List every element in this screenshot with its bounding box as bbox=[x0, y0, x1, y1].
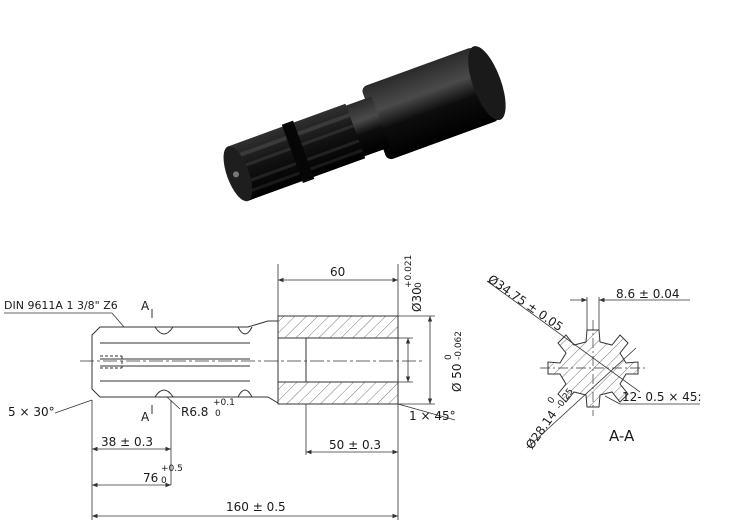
dia-30-label: Ø30 bbox=[410, 287, 424, 312]
radius-label: R6.8 bbox=[181, 405, 208, 419]
section-aa bbox=[486, 280, 700, 449]
spline-profile bbox=[547, 329, 639, 408]
side-view bbox=[80, 309, 425, 414]
len-76-tol-upper: +0.5 bbox=[161, 464, 183, 474]
radius-tol-upper: +0.1 bbox=[213, 398, 235, 408]
len-60-label: 60 bbox=[330, 265, 345, 279]
dia-28-label: Ø28.14 bbox=[523, 408, 560, 452]
section-mark-bottom: A bbox=[141, 410, 150, 424]
len-38-label: 38 ± 0.3 bbox=[101, 435, 153, 449]
dia-34-label: Ø34.75 ± 0.05 bbox=[485, 272, 565, 334]
dia-50-label: Ø 50 bbox=[450, 363, 464, 392]
dia-28-tol-lower: -0.25 bbox=[554, 387, 576, 412]
dia-30-tol-upper: +0.021 bbox=[404, 255, 414, 288]
chamfer-right-label: 1 × 45° bbox=[409, 409, 456, 423]
len-160-label: 160 ± 0.5 bbox=[226, 500, 286, 514]
dia-50-tol-upper: 0 bbox=[444, 354, 454, 360]
len-50-label: 50 ± 0.3 bbox=[329, 438, 381, 452]
chamfer-spline-label: 12- 0.5 × 45: bbox=[622, 390, 702, 404]
width-86-label: 8.6 ± 0.04 bbox=[616, 287, 680, 301]
shaft-photo bbox=[223, 46, 506, 202]
len-76-label: 76 bbox=[143, 471, 158, 485]
spline-spec-label: DIN 9611A 1 3/8" Z6 bbox=[4, 299, 118, 312]
section-title: A-A bbox=[609, 427, 635, 445]
dia-30-tol-lower: 0 bbox=[414, 282, 424, 288]
dia-50-tol-lower: -0.062 bbox=[454, 331, 464, 360]
dia-28-tol-upper: 0 bbox=[546, 395, 558, 406]
len-76-tol-lower: 0 bbox=[161, 476, 167, 486]
side-dimensions bbox=[4, 264, 456, 520]
chamfer-left-label: 5 × 30° bbox=[8, 405, 55, 419]
radius-tol-lower: 0 bbox=[215, 409, 221, 419]
section-mark-top: A bbox=[141, 299, 150, 313]
